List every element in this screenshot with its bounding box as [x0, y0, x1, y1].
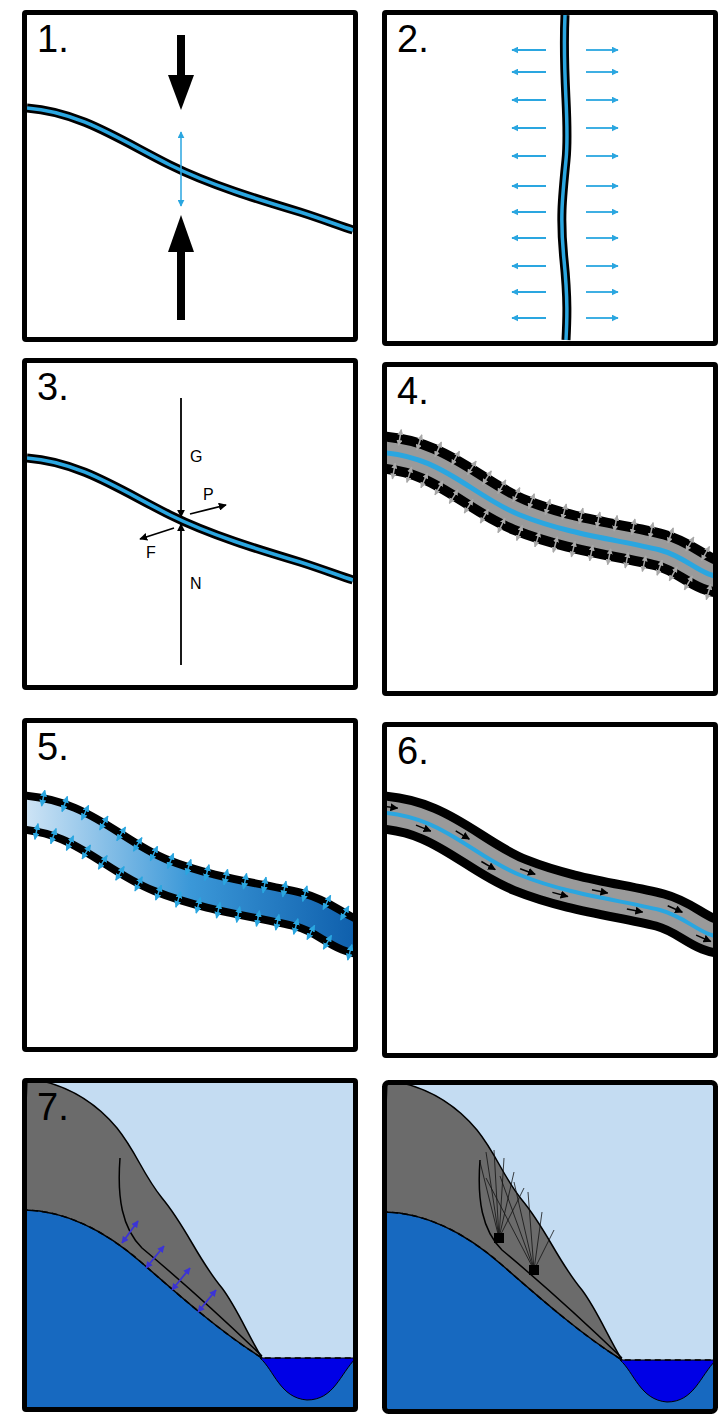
- panel-frame: 3.: [22, 358, 358, 690]
- panel-number: 5.: [37, 725, 69, 769]
- panel-number: 7.: [37, 1085, 69, 1129]
- panel-frame: 4.: [382, 362, 718, 696]
- panel-frame: 6.: [382, 722, 718, 1058]
- panel-frame: 1.: [22, 10, 358, 342]
- panel-frame: 2.: [382, 10, 718, 346]
- panel-frame: 5.: [22, 718, 358, 1052]
- panel-frame: 7.: [22, 1078, 358, 1412]
- panel-number: 4.: [397, 369, 429, 413]
- force-label: G: [190, 448, 202, 466]
- panel-number: 6.: [397, 729, 429, 773]
- force-label: F: [146, 544, 156, 562]
- panel-number: 2.: [397, 17, 429, 61]
- force-label: P: [203, 486, 214, 504]
- force-label: N: [190, 575, 202, 593]
- panel-number: 1.: [37, 17, 69, 61]
- panel-number: 3.: [37, 365, 69, 409]
